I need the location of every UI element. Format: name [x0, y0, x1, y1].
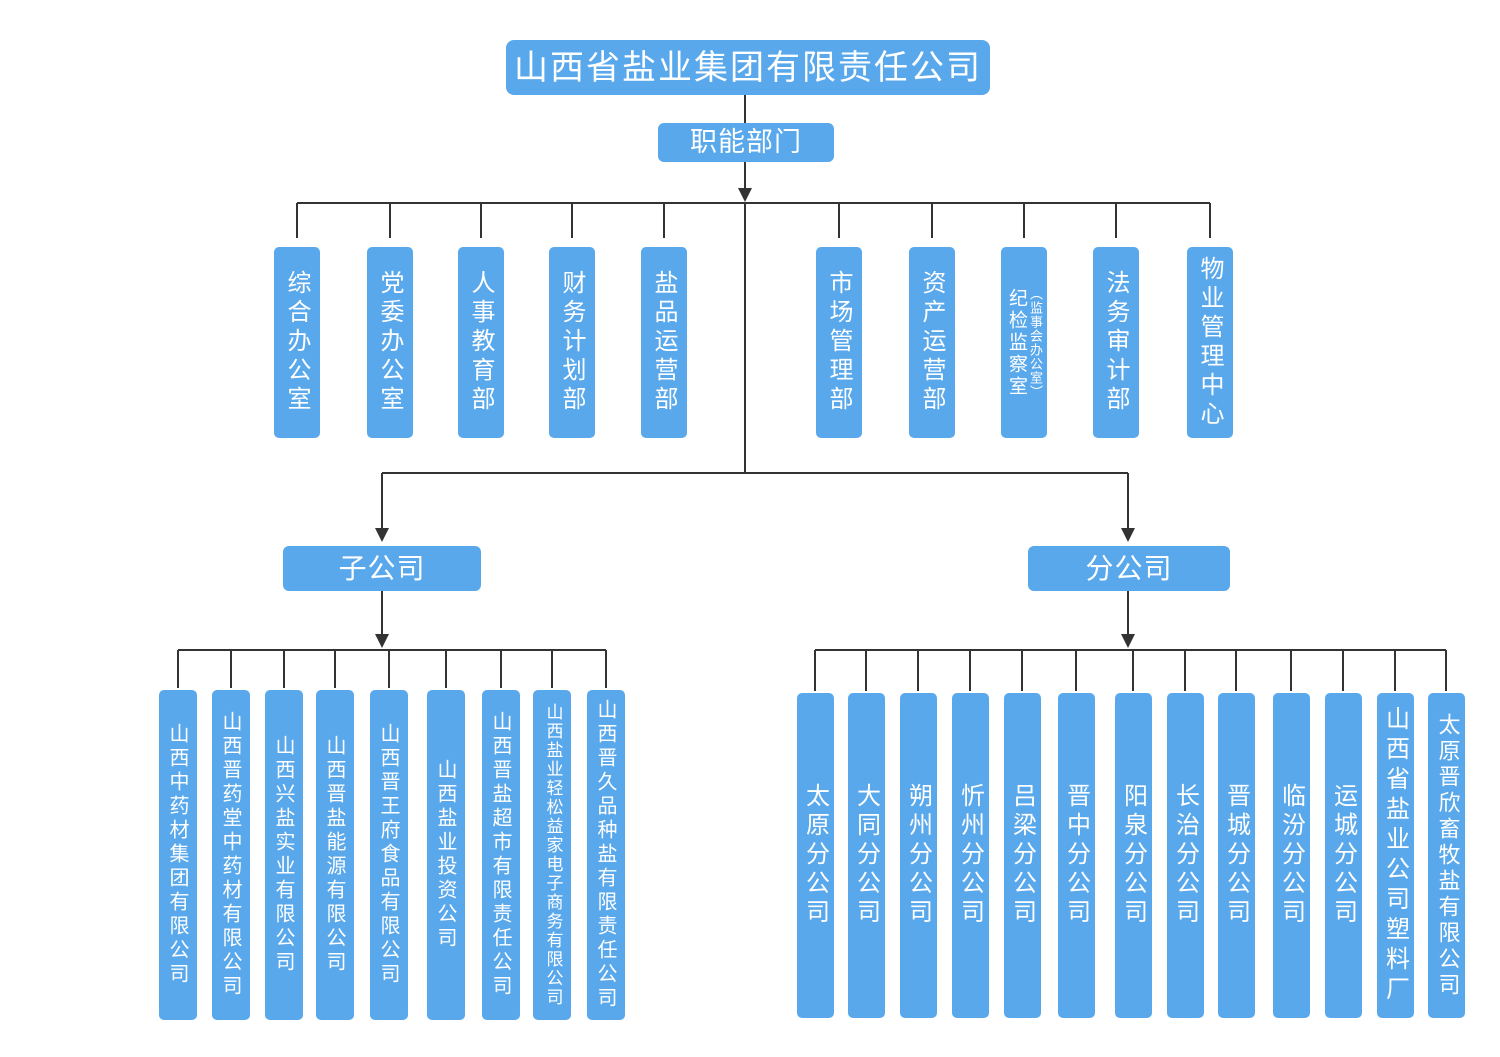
- branch-label: 山西省盐业公司塑料厂: [1381, 705, 1410, 1006]
- dept-finance-planning: 财务计划部: [549, 247, 595, 438]
- subsidiary-label: 山西晋盐超市有限责任公司: [489, 711, 513, 999]
- dept-label: 财务计划部: [558, 270, 586, 415]
- dept-general-office: 综合办公室: [274, 247, 320, 438]
- subsidiary-box-jinyaotang: 山西晋药堂中药材有限公司: [212, 690, 250, 1020]
- subsidiary-label: 山西盐业轻松益家电子商务有限公司: [542, 703, 563, 1007]
- branch-box-jinzhong: 晋中分公司: [1058, 693, 1095, 1018]
- dept-discipline-inspection: 纪检监察室 （监事会办公室）: [1001, 247, 1047, 438]
- branch-box-yuncheng: 运城分公司: [1325, 693, 1362, 1018]
- dept-sublabel: （监事会办公室）: [1027, 286, 1042, 399]
- subsidiary-label: 山西中药材集团有限公司: [166, 723, 190, 987]
- branch-box-plastics-factory: 山西省盐业公司塑料厂: [1377, 693, 1414, 1018]
- dept-label: 物业管理中心: [1196, 255, 1224, 430]
- branch-box-xinzhou: 忻州分公司: [952, 693, 989, 1018]
- subsidiary-label: 山西晋盐能源有限公司: [323, 735, 347, 975]
- functional-departments-box: 职能部门: [658, 123, 834, 162]
- dept-label: 人事教育部: [467, 270, 495, 415]
- root-company-box: 山西省盐业集团有限责任公司: [506, 40, 990, 95]
- subsidiary-label: 山西盐业投资公司: [434, 759, 458, 951]
- functional-departments-label: 职能部门: [690, 127, 802, 158]
- subsidiary-label: 山西晋王府食品有限公司: [377, 723, 401, 987]
- dept-market-management: 市场管理部: [816, 247, 862, 438]
- branch-box-changzhi: 长治分公司: [1167, 693, 1204, 1018]
- subsidiary-box-xingyan-industry: 山西兴盐实业有限公司: [265, 690, 303, 1020]
- branch-box-datong: 大同分公司: [848, 693, 885, 1018]
- subsidiary-box-qingsongyijia-ecommerce: 山西盐业轻松益家电子商务有限公司: [533, 690, 571, 1020]
- dept-label: 盐品运营部: [650, 270, 678, 415]
- branch-box-yangquan: 阳泉分公司: [1115, 693, 1152, 1018]
- subsidiaries-group-label: 子公司: [338, 551, 426, 585]
- subsidiary-box-jinjiupin-salt: 山西晋久品种盐有限责任公司: [587, 690, 625, 1020]
- dept-party-committee-office: 党委办公室: [367, 247, 413, 438]
- branch-box-lvliang: 吕梁分公司: [1004, 693, 1041, 1018]
- branch-label: 长治分公司: [1171, 783, 1200, 928]
- dept-label: 党委办公室: [376, 270, 404, 415]
- branches-group-label: 分公司: [1085, 551, 1173, 585]
- dept-label: 资产运营部: [918, 270, 946, 415]
- branch-box-shuozhou: 朔州分公司: [900, 693, 937, 1018]
- branch-label: 太原分公司: [801, 783, 830, 928]
- branch-label: 吕梁分公司: [1008, 783, 1037, 928]
- dept-hr-education: 人事教育部: [458, 247, 504, 438]
- root-company-label: 山西省盐业集团有限责任公司: [514, 47, 982, 88]
- branch-label: 阳泉分公司: [1119, 783, 1148, 928]
- subsidiary-box-zhongyaocai-group: 山西中药材集团有限公司: [159, 690, 197, 1020]
- dept-legal-audit: 法务审计部: [1093, 247, 1139, 438]
- dept-label: 纪检监察室: [1006, 287, 1028, 398]
- dept-property-management: 物业管理中心: [1187, 247, 1233, 438]
- branch-label: 临汾分公司: [1277, 783, 1306, 928]
- branch-box-jincheng: 晋城分公司: [1218, 693, 1255, 1018]
- branch-label: 晋中分公司: [1062, 783, 1091, 928]
- subsidiary-label: 山西晋药堂中药材有限公司: [219, 711, 243, 999]
- dept-asset-operations: 资产运营部: [909, 247, 955, 438]
- branch-label: 太原晋欣畜牧盐有限公司: [1434, 712, 1460, 999]
- branch-label: 忻州分公司: [956, 783, 985, 928]
- branch-label: 大同分公司: [852, 783, 881, 928]
- dept-label: 综合办公室: [283, 270, 311, 415]
- dept-salt-operations: 盐品运营部: [641, 247, 687, 438]
- subsidiary-label: 山西晋久品种盐有限责任公司: [594, 699, 618, 1011]
- subsidiary-label: 山西兴盐实业有限公司: [272, 735, 296, 975]
- dept-label: 市场管理部: [825, 270, 853, 415]
- subsidiary-box-jinyan-supermarket: 山西晋盐超市有限责任公司: [482, 690, 520, 1020]
- branch-box-jinxin-livestock-salt: 太原晋欣畜牧盐有限公司: [1428, 693, 1465, 1018]
- branch-label: 晋城分公司: [1222, 783, 1251, 928]
- branch-box-linfen: 临汾分公司: [1273, 693, 1310, 1018]
- branch-box-taiyuan: 太原分公司: [797, 693, 834, 1018]
- branch-label: 运城分公司: [1329, 783, 1358, 928]
- branches-group-box: 分公司: [1028, 546, 1230, 591]
- subsidiary-box-jinyan-energy: 山西晋盐能源有限公司: [316, 690, 354, 1020]
- branch-label: 朔州分公司: [904, 783, 933, 928]
- subsidiaries-group-box: 子公司: [283, 546, 481, 591]
- subsidiary-box-salt-investment: 山西盐业投资公司: [427, 690, 465, 1020]
- subsidiary-box-jinwangfu-food: 山西晋王府食品有限公司: [370, 690, 408, 1020]
- dept-label: 法务审计部: [1102, 270, 1130, 415]
